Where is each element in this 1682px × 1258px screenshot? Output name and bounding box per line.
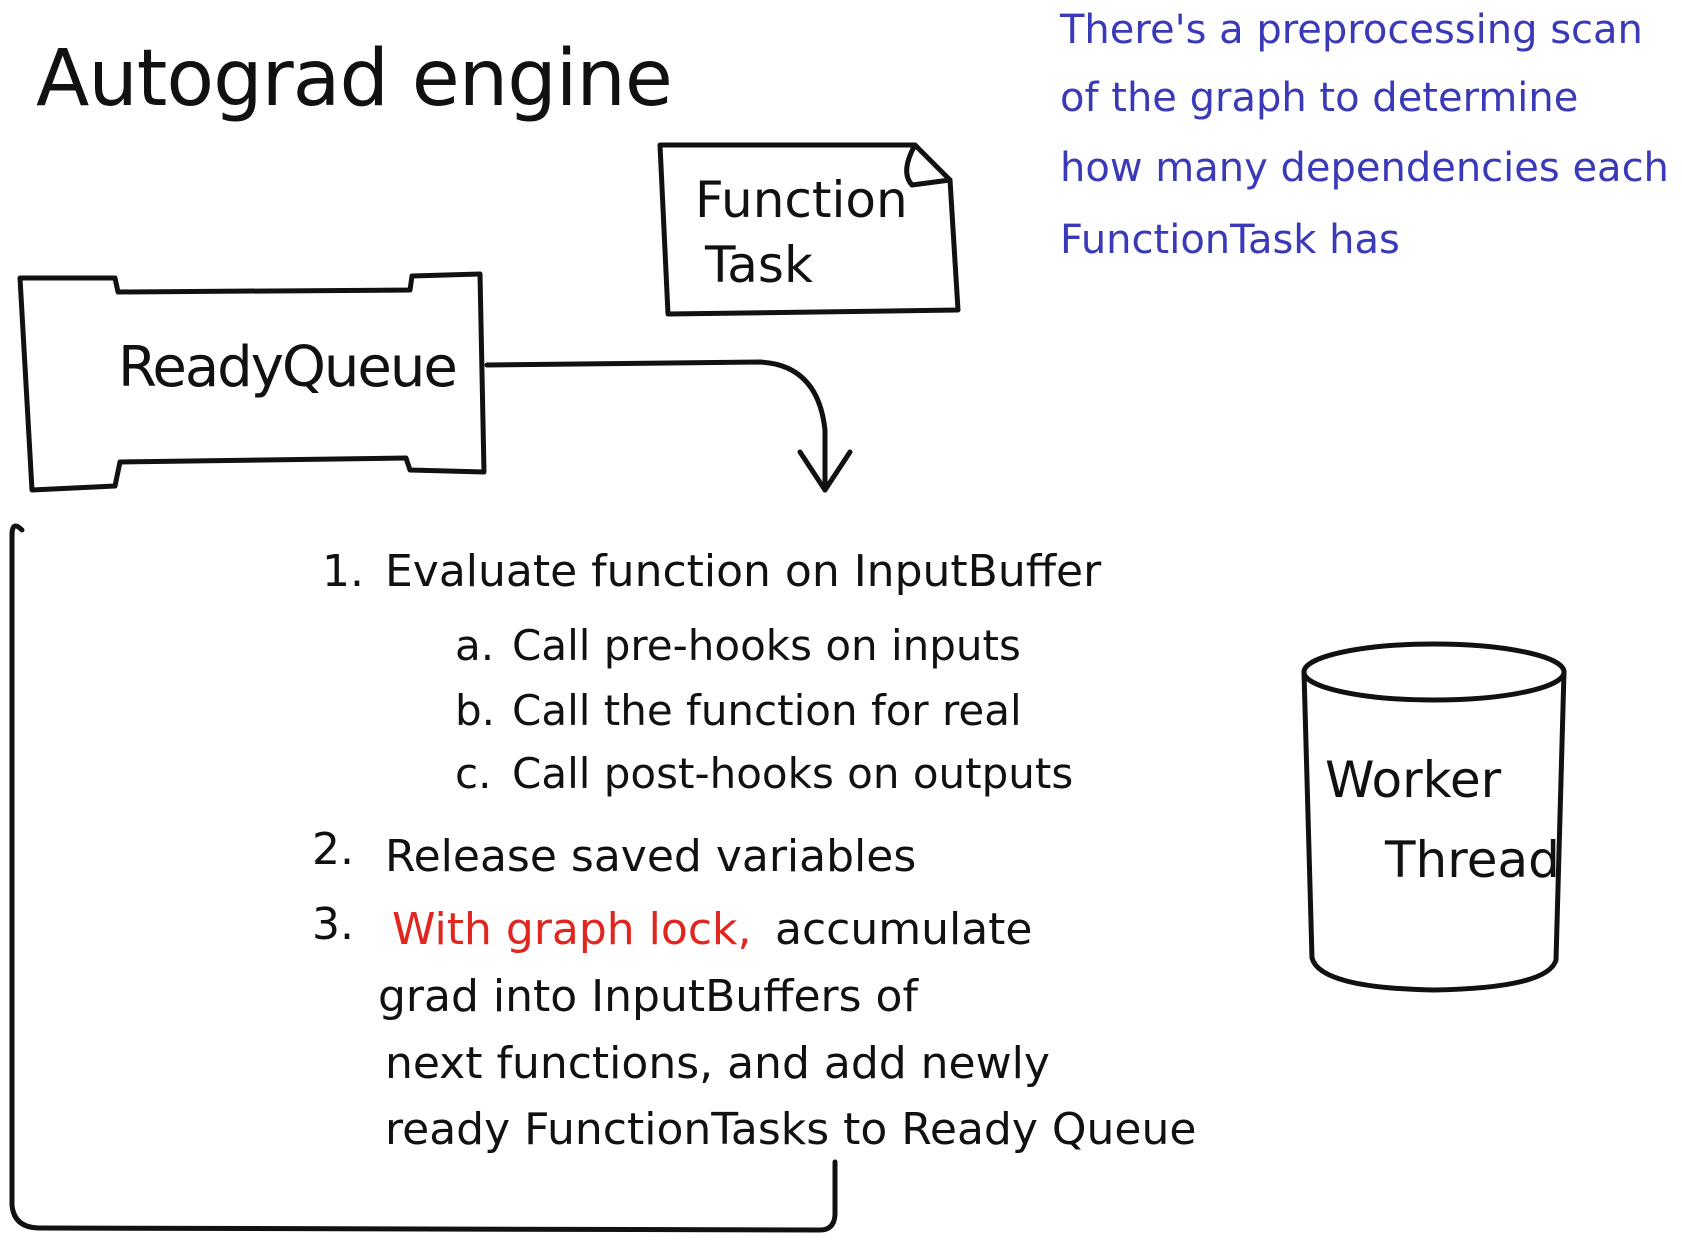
ready-queue-box (17, 271, 487, 493)
step-3-graph-lock-highlight: With graph lock, (392, 904, 752, 955)
note-line-3: how many dependencies each (1060, 145, 1669, 191)
worker-thread-label-1: Worker (1325, 751, 1502, 809)
loop-back-line (9, 523, 838, 1233)
function-task-fold-icon (904, 142, 953, 188)
step-1-number: 1. (322, 546, 364, 597)
step-3-number: 3. (312, 899, 354, 950)
dequeue-arrowhead-icon (797, 449, 853, 493)
step-1c-text: Call post-hooks on outputs (512, 749, 1074, 798)
step-3-text-line-2: grad into InputBuffers of (378, 971, 918, 1022)
dequeue-arrow (484, 359, 828, 493)
page-title: Autograd engine (36, 34, 673, 124)
step-3-text-line-4: ready FunctionTasks to Ready Queue (385, 1104, 1197, 1155)
step-1-text: Evaluate function on InputBuffer (385, 546, 1102, 597)
step-1c-number: c. (455, 749, 492, 798)
function-task-label-2: Task (705, 236, 813, 294)
note-line-1: There's a preprocessing scan (1060, 7, 1643, 53)
function-task-label-1: Function (695, 171, 908, 229)
step-1a-text: Call pre-hooks on inputs (512, 621, 1021, 670)
worker-thread-label-2: Thread (1385, 831, 1560, 889)
step-3-text: accumulate (775, 904, 1033, 955)
step-3-text-line-3: next functions, and add newly (385, 1038, 1050, 1089)
worker-thread-cylinder (1301, 641, 1567, 993)
ready-queue-label: ReadyQueue (118, 335, 458, 400)
step-1a-number: a. (455, 621, 495, 670)
step-1b-number: b. (455, 686, 496, 735)
function-task-box (657, 142, 961, 317)
note-line-4: FunctionTask has (1060, 217, 1400, 263)
step-1b-text: Call the function for real (512, 686, 1022, 735)
step-2-number: 2. (312, 824, 354, 875)
note-line-2: of the graph to determine (1060, 75, 1579, 121)
step-2-text: Release saved variables (385, 831, 917, 882)
